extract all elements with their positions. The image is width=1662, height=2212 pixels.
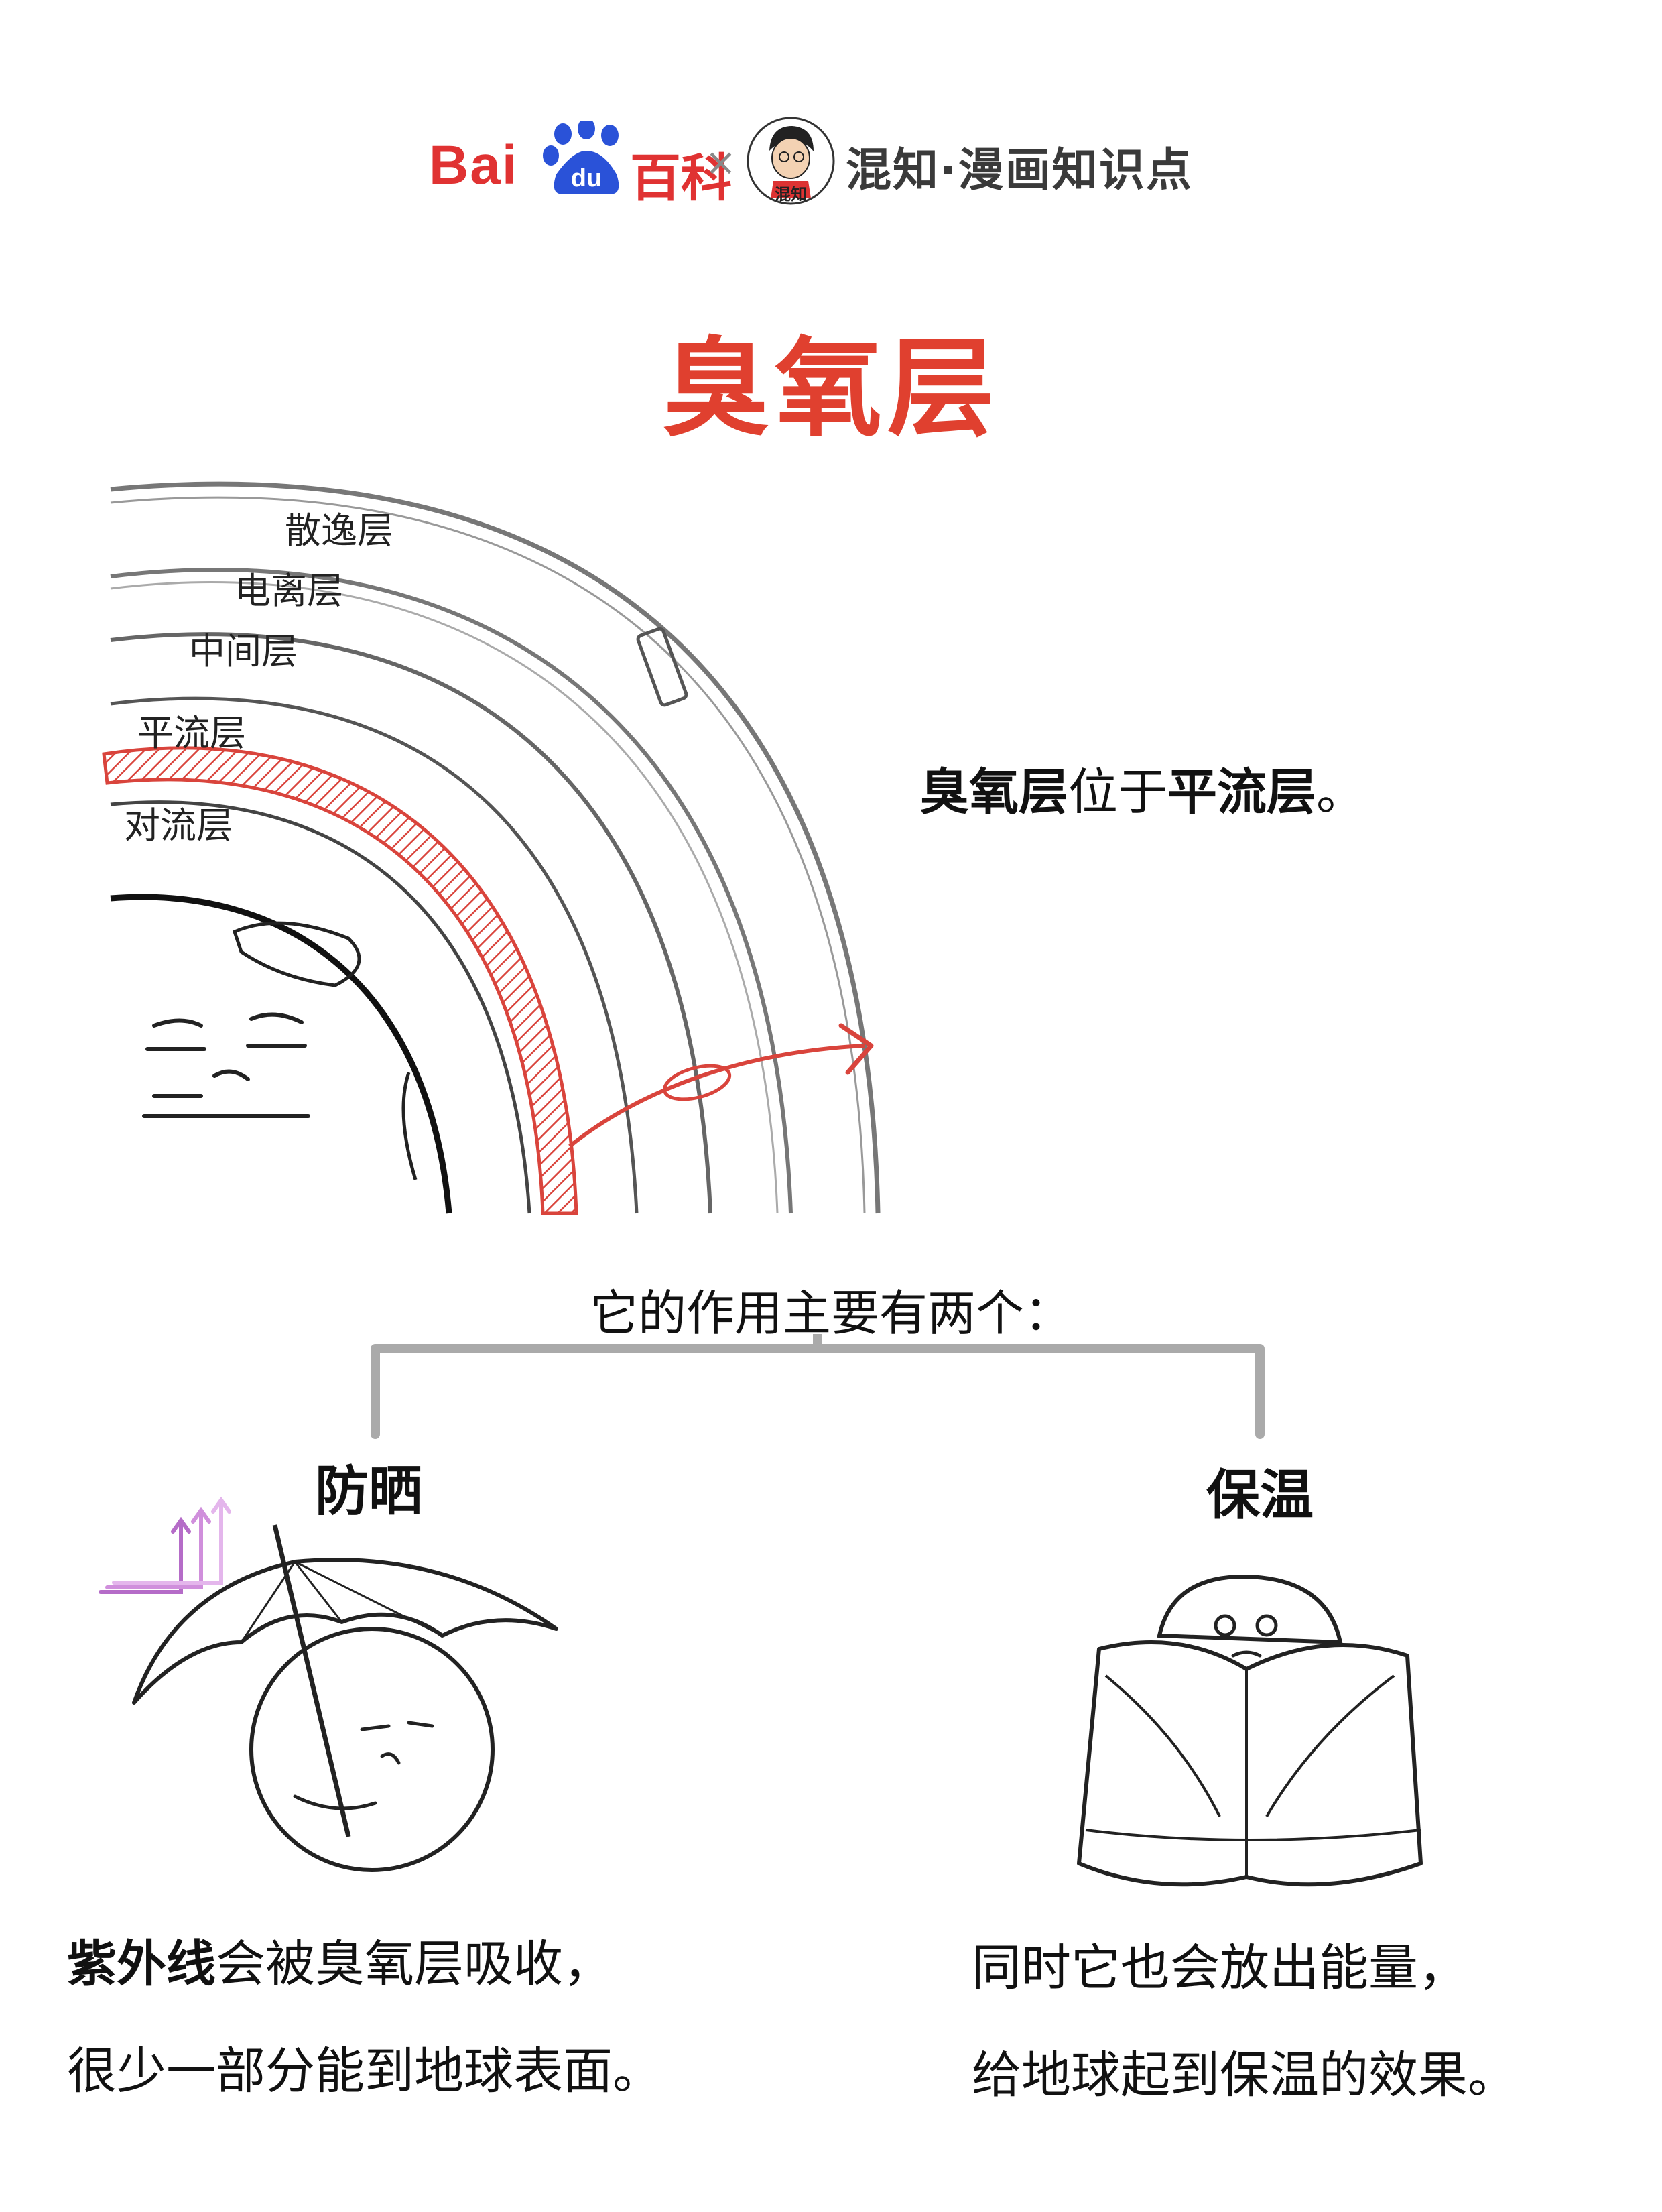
statement-object: 平流层: [1167, 763, 1316, 821]
earth-head: [1157, 1574, 1343, 1645]
sunscreen-caption-line1: 紫外线会被臭氧层吸收，: [67, 1935, 613, 1993]
insulation-caption-line1: 同时它也会放出能量，: [972, 1939, 1468, 1997]
ozone-band: [102, 746, 578, 1215]
pointer-ring: [662, 1064, 732, 1101]
earth-face-icon: [142, 1012, 310, 1118]
statement-end: 。: [1316, 763, 1366, 821]
troposphere-arc: [110, 800, 531, 1214]
functions-intro: 它的作用主要有两个：: [589, 1285, 1072, 1341]
satellite-icon: [636, 627, 688, 707]
label-ionosphere: 电离层: [235, 570, 343, 612]
earth-body: [249, 1627, 495, 1872]
label-mesosphere: 中间层: [189, 630, 298, 672]
earth-blanket-illustration: [1077, 1574, 1423, 1887]
blanket: [1077, 1640, 1423, 1887]
baike-label: 百科: [630, 148, 732, 208]
header: Bai du 百科 × 混知 混知·漫画知识点: [0, 101, 1662, 214]
insulation-caption-line2: 给地球起到保温的效果。: [972, 2046, 1517, 2104]
avatar-badge-text: 混知: [775, 185, 807, 204]
baidu-paw-icon: du: [543, 121, 619, 194]
uv-arrows-icon: [99, 1496, 231, 1594]
baidu-wordmark: Bai: [429, 135, 519, 196]
branch-connector: [371, 1334, 1265, 1439]
umbrella-canopy: [132, 1558, 558, 1705]
exosphere-arc: [110, 481, 881, 1214]
label-exosphere: 散逸层: [285, 509, 393, 552]
times-symbol: ×: [705, 141, 737, 184]
label-stratosphere: 平流层: [137, 712, 246, 754]
function-insulation-title: 保温: [1206, 1464, 1314, 1526]
label-troposphere: 对流层: [124, 804, 233, 847]
function-sunscreen-title: 防晒: [315, 1460, 422, 1522]
ionosphere-arc: [110, 568, 793, 1214]
statement-subject: 臭氧层: [919, 763, 1068, 821]
statement-verb: 位于: [1068, 763, 1167, 821]
exosphere-inner-arc: [110, 496, 866, 1214]
pointer-arrow: [568, 1044, 865, 1148]
earth-umbrella-illustration: [99, 1496, 558, 1872]
baidu-du-text: du: [571, 164, 602, 192]
stratosphere-arc: [110, 696, 639, 1214]
ionosphere-inner-arc: [110, 581, 779, 1214]
insulation-caption: 同时它也会放出能量， 给地球起到保温的效果。: [972, 1914, 1517, 2129]
sunscreen-caption-line2: 很少一部分能到地球表面。: [67, 2042, 662, 2100]
partner-label: 混知·漫画知识点: [846, 144, 1193, 197]
ozone-location-statement: 臭氧层位于平流层。: [919, 752, 1366, 824]
page-title: 臭氧层: [661, 326, 1000, 451]
earth-surface: [110, 894, 452, 1214]
atmosphere-layers-diagram: 散逸层 电离层 中间层 平流层 对流层: [102, 481, 881, 1215]
earth-face-icon: [1214, 1614, 1278, 1658]
mesosphere-arc: [110, 632, 712, 1214]
hunzhi-avatar-icon: 混知: [747, 117, 835, 205]
sunscreen-caption: 紫外线会被臭氧层吸收， 很少一部分能到地球表面。: [67, 1910, 662, 2125]
umbrella-handle: [272, 1524, 351, 1837]
uv-term: 紫外线: [67, 1935, 216, 1993]
